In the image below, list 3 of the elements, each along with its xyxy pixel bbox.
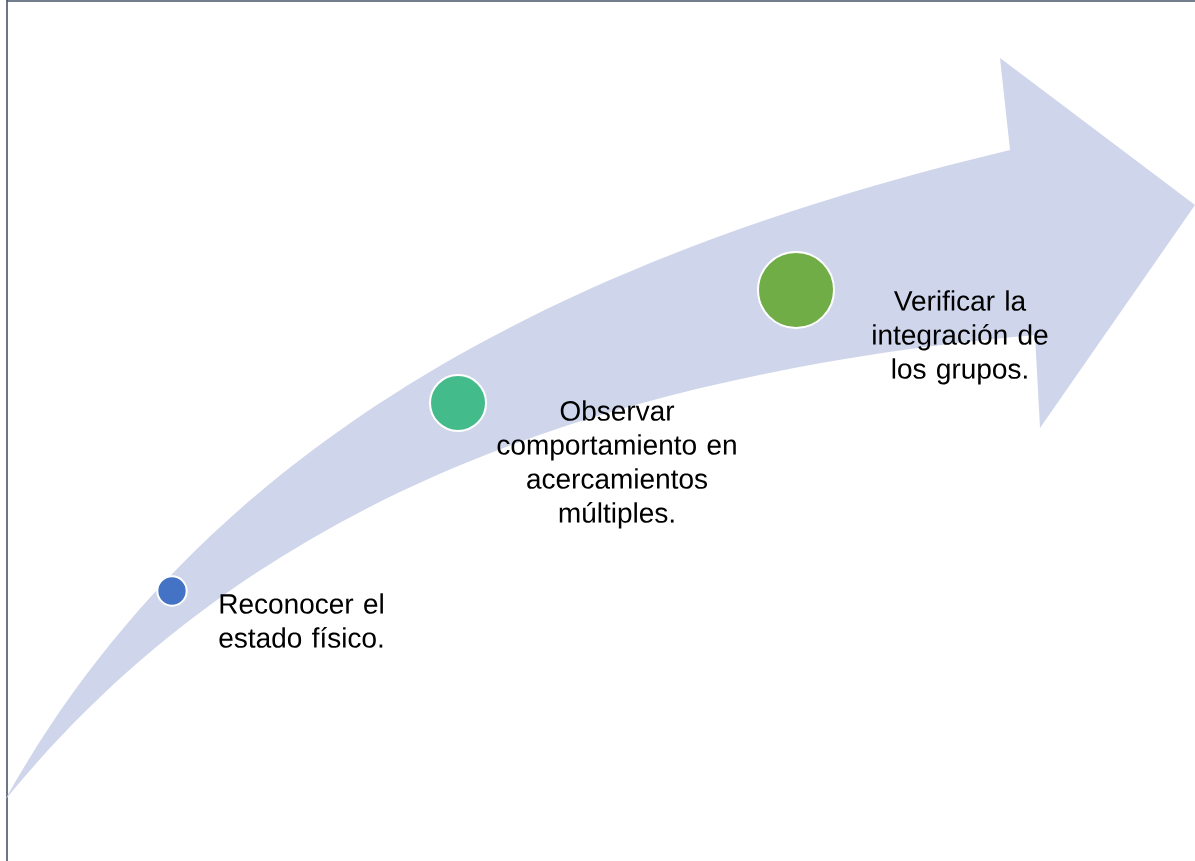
step-label: Verificar la integración de los grupos. [873,290,1048,385]
step-label: Observar comportamiento en acercamientos múltiples. [497,400,736,529]
step-label: Reconocer el estado físico. [219,593,383,648]
